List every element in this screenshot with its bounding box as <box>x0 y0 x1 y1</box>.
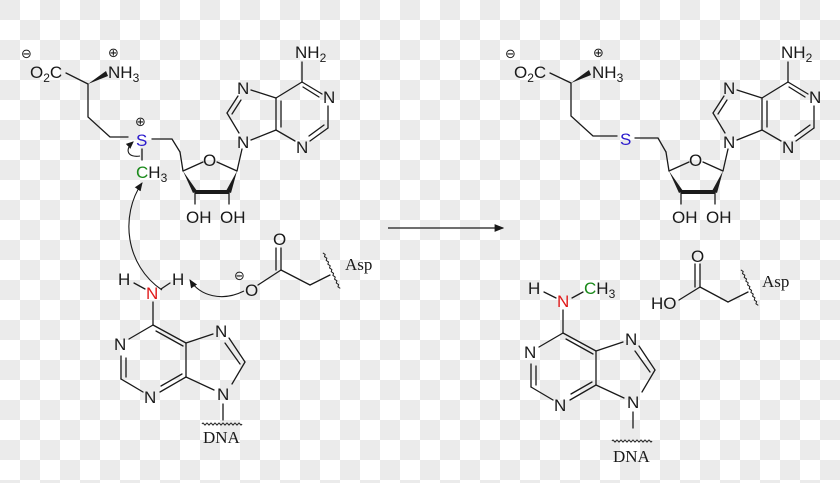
asp-wavy-bond <box>322 252 341 289</box>
asp-label: Asp <box>345 255 372 274</box>
adenine-amino: NH2 <box>781 43 813 65</box>
asp-wavy-bond <box>740 269 759 306</box>
dna-backbone-wavy-bond <box>611 439 653 443</box>
sah-molecule: ⊖ O2C ⊕ NH3 S O OH OH N N N N NH2 <box>505 43 821 227</box>
sulfonium-positive-charge: ⊕ <box>135 115 146 130</box>
adenine-n3: N <box>296 138 308 157</box>
aspartate-reactant: ⊖ O O Asp <box>234 230 372 300</box>
amino-nitrogen: N <box>146 284 158 303</box>
adenine-n1: N <box>809 88 821 107</box>
methyl-group: CH3 <box>136 163 168 185</box>
curved-arrow-nucleophilic-attack <box>128 182 163 291</box>
n-methyl-group: CH3 <box>584 279 616 301</box>
carboxylate-negative-charge: ⊖ <box>234 269 245 284</box>
adenine-n7: N <box>625 330 637 349</box>
adenine-n9: N <box>237 133 249 152</box>
adenine-n3: N <box>782 138 794 157</box>
curved-arrow-cs-bond <box>125 141 141 157</box>
methylated-dna-adenine-product: H N CH3 N N N N DNA <box>524 279 656 466</box>
aspartic-acid-product: HO O Asp <box>651 247 789 313</box>
ribose-hydroxyl-3: OH <box>186 208 212 227</box>
adenine-n9: N <box>217 385 229 404</box>
amino-hydrogen: H <box>528 279 540 298</box>
dna-backbone-wavy-bond <box>201 422 243 426</box>
adenine-n1: N <box>323 88 335 107</box>
asp-label: Asp <box>762 272 789 291</box>
adenine-n7: N <box>215 322 227 341</box>
adenine-n3: N <box>554 396 566 415</box>
amino-hydrogen-left: H <box>118 270 130 289</box>
dna-adenine-reactant: H N H N N N N DNA <box>114 270 246 447</box>
adenine-n3: N <box>144 388 156 407</box>
adenine-n7: N <box>723 79 735 98</box>
ribose-oxygen: O <box>203 151 216 170</box>
sulfur-atom: S <box>136 131 147 150</box>
carbonyl-oxygen: O <box>691 247 704 266</box>
amine-positive-charge: ⊕ <box>593 46 604 61</box>
amino-nitrogen: N <box>557 292 569 311</box>
carboxylate-label: O2C <box>30 63 62 85</box>
adenine-n9: N <box>723 133 735 152</box>
ribose-hydroxyl-2: OH <box>706 208 732 227</box>
adenine-n9: N <box>627 393 639 412</box>
amine-positive-charge: ⊕ <box>108 46 119 61</box>
dna-label: DNA <box>613 447 651 466</box>
amino-hydrogen-right: H <box>172 270 184 289</box>
carboxylate-negative-charge: ⊖ <box>505 47 516 62</box>
ribose-hydroxyl-2: OH <box>220 208 246 227</box>
carbonyl-oxygen: O <box>273 230 286 249</box>
adenine-n1: N <box>524 343 536 362</box>
adenine-n7: N <box>237 79 249 98</box>
dna-label: DNA <box>203 428 241 447</box>
ribose-oxygen: O <box>689 151 702 170</box>
adenine-amino: NH2 <box>295 43 327 65</box>
amine-label: NH3 <box>108 63 140 85</box>
hydroxyl-label: HO <box>651 294 677 313</box>
curved-arrow-deprotonation <box>189 279 245 298</box>
sam-molecule: ⊖ O2C ⊕ NH3 ⊕ S CH3 O OH OH N N N N <box>21 43 335 227</box>
sulfur-atom: S <box>620 130 631 149</box>
carboxylate-negative-charge: ⊖ <box>21 47 32 62</box>
carboxylate-oxygen: O <box>245 281 258 300</box>
adenine-n1: N <box>114 335 126 354</box>
carboxylate-label: O2C <box>514 63 546 85</box>
amine-label: NH3 <box>592 63 624 85</box>
ribose-hydroxyl-3: OH <box>672 208 698 227</box>
